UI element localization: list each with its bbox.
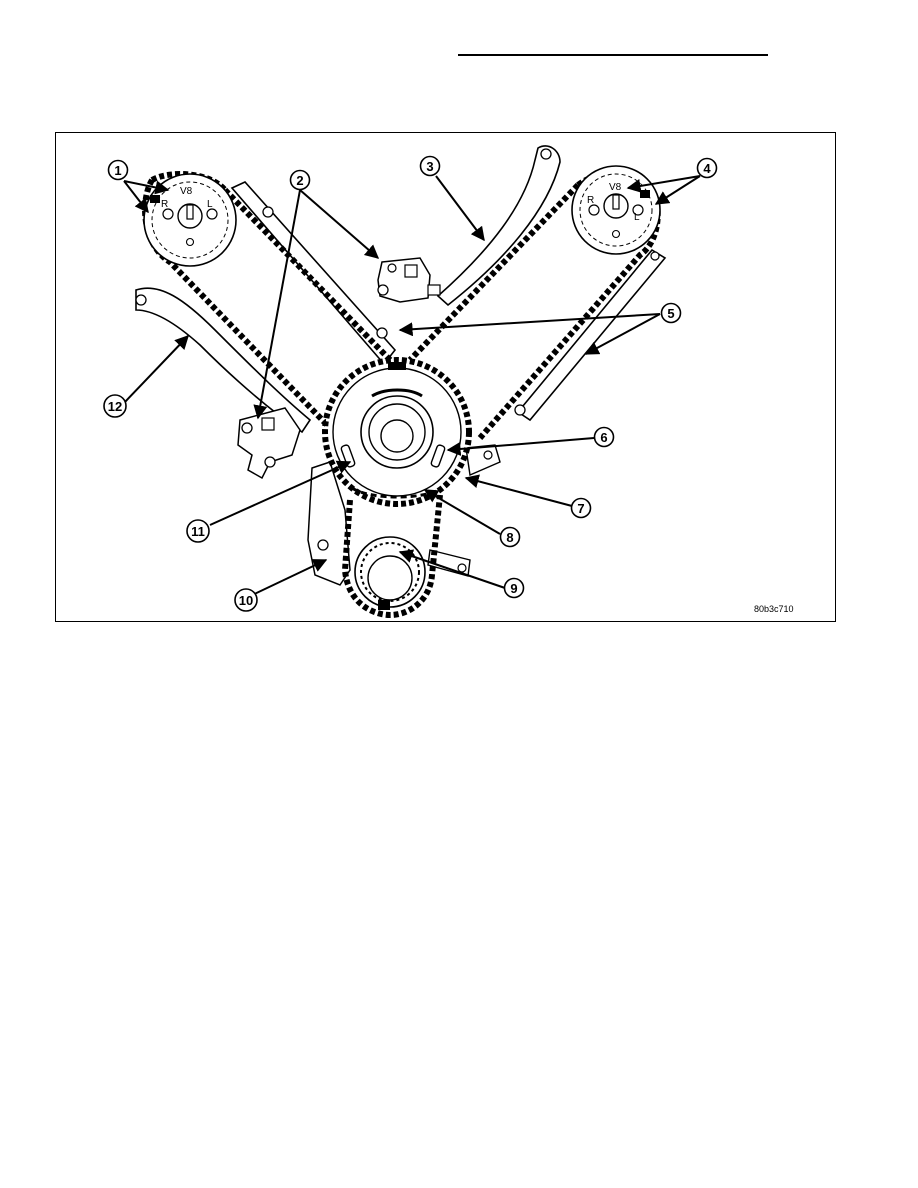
figure-frame (55, 132, 836, 622)
callout-10: 10 (234, 588, 258, 612)
svg-text:6: 6 (600, 430, 607, 445)
right-cam-chain-guide (436, 145, 561, 307)
svg-text:3: 3 (426, 159, 433, 174)
callout-4: 4 (696, 157, 718, 179)
right-cam-sprocket: V8 R L (571, 165, 661, 255)
idler-sprocket (322, 357, 472, 507)
right-sprocket-r-mark: R (587, 195, 594, 206)
svg-text:11: 11 (191, 524, 205, 539)
callout-9: 9 (503, 577, 525, 599)
right-sprocket-v8-mark: V8 (609, 182, 622, 193)
callout-5: 5 (660, 302, 682, 324)
svg-text:9: 9 (510, 581, 517, 596)
svg-text:8: 8 (506, 530, 513, 545)
right-inner-chain-guide (514, 248, 667, 422)
svg-text:2: 2 (296, 173, 303, 188)
left-cam-sprocket: V8 R L (143, 173, 237, 267)
leader-lines (123, 175, 701, 599)
right-chain-tensioner (377, 257, 441, 303)
crankshaft-sprocket (341, 494, 443, 619)
left-sprocket-r-mark: R (161, 199, 168, 210)
callouts: 1 2 3 4 5 6 7 8 (103, 155, 718, 612)
svg-text:7: 7 (577, 501, 584, 516)
svg-text:1: 1 (114, 163, 121, 178)
callout-6: 6 (593, 426, 615, 448)
callout-8: 8 (499, 526, 521, 548)
callout-2: 2 (289, 169, 311, 191)
header-rule (458, 54, 768, 56)
callout-7: 7 (570, 497, 592, 519)
callout-3: 3 (419, 155, 441, 177)
svg-text:4: 4 (703, 161, 711, 176)
callout-12: 12 (103, 394, 127, 418)
left-sprocket-v8-mark: V8 (180, 186, 193, 197)
left-inner-tensioner-arm (230, 181, 397, 366)
callout-1: 1 (107, 159, 129, 181)
svg-text:10: 10 (239, 593, 253, 608)
left-cam-chain-guide (135, 287, 312, 434)
right-sprocket-l-mark: L (634, 212, 640, 223)
figure-id: 80b3c710 (754, 604, 794, 614)
callout-11: 11 (186, 519, 210, 543)
svg-text:5: 5 (667, 306, 674, 321)
left-chain-tensioner (237, 407, 301, 480)
svg-text:12: 12 (108, 399, 122, 414)
left-sprocket-l-mark: L (207, 199, 213, 210)
